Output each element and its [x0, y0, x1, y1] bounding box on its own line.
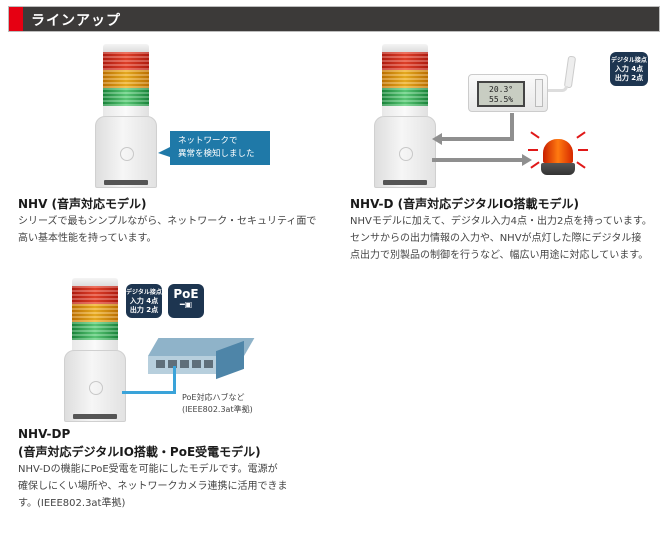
header-accent — [9, 7, 23, 31]
beacon-ray — [578, 149, 588, 151]
network-cable — [122, 391, 176, 394]
desc-line: NHV-Dの機能にPoE受電を可能にしたモデルです。電源が — [18, 464, 278, 475]
logger-humidity: 55.5% — [489, 95, 514, 104]
sensor-probe-icon — [563, 55, 577, 89]
data-logger-icon: 20.3° 55.5% — [468, 74, 548, 112]
product-desc-nhv-dp: NHV-Dの機能にPoE受電を可能にしたモデルです。電源が 確保しにくい場所や、… — [18, 461, 338, 512]
badge-line: 出力 2点 — [614, 74, 644, 82]
desc-line: NHVモデルに加えて、デジタル入力4点・出力2点を持っています。 — [350, 216, 652, 227]
desc-line: す。(IEEE802.3at準拠) — [18, 498, 126, 509]
badge-line: 出力 2点 — [129, 306, 159, 314]
desc-line: シリーズで最もシンプルながら、ネットワーク・セキュリティ面で — [18, 216, 317, 227]
desc-line: センサからの出力情報の入力や、NHVが点灯した際にデジタル接 — [350, 233, 642, 244]
sensor-cable — [548, 86, 568, 92]
beacon-ray — [576, 131, 586, 139]
product-desc-nhv-d: NHVモデルに加えて、デジタル入力4点・出力2点を持っています。 センサからの出… — [350, 213, 670, 264]
poe-badge: PoE ━▣ — [168, 284, 204, 318]
digital-io-badge: デジタル接点 入力 4点 出力 2点 — [610, 52, 648, 86]
callout-line: 異常を検知しました — [178, 149, 255, 159]
digital-io-badge: デジタル接点 入力 4点 出力 2点 — [126, 284, 162, 318]
arrow-right-icon — [522, 154, 532, 166]
logger-temp: 20.3° — [489, 85, 514, 94]
callout-bubble: ネットワークで 異常を検知しました — [158, 131, 270, 165]
arrow-line — [440, 137, 514, 141]
hub-caption: PoE対応ハブなど (IEEE802.3at準拠) — [182, 392, 253, 416]
poe-label: PoE — [173, 287, 199, 301]
logo-icon — [399, 147, 413, 161]
network-cable — [173, 366, 176, 394]
warning-beacon-icon — [541, 135, 575, 177]
caption-line: PoE対応ハブなど — [182, 393, 245, 402]
arrow-left-icon — [432, 133, 442, 145]
desc-line: 点出力で別製品の制御を行うなど、幅広い用途に対応しています。 — [350, 250, 649, 261]
desc-line: 確保しにくい場所や、ネットワークカメラ連携に活用できま — [18, 481, 288, 492]
arrow-line — [510, 113, 514, 141]
signal-tower-nhv-dp — [64, 278, 126, 422]
logo-icon — [120, 147, 134, 161]
product-desc-nhv: シリーズで最もシンプルながら、ネットワーク・セキュリティ面で 高い基本性能を持っ… — [18, 213, 338, 247]
badge-line: デジタル接点 — [126, 289, 162, 296]
product-title-nhv: NHV (音声対応モデル) — [18, 197, 147, 211]
signal-tower-nhv-d — [374, 44, 436, 188]
product-title-nhv-dp: NHV-DP — [18, 427, 71, 441]
section-header: ラインアップ — [8, 6, 660, 32]
signal-tower-nhv — [95, 44, 157, 188]
badge-line: 入力 4点 — [614, 65, 644, 73]
product-title-nhv-d: NHV-D (音声対応デジタルIO搭載モデル) — [350, 197, 580, 211]
beacon-ray — [530, 131, 540, 139]
callout-line: ネットワークで — [178, 136, 238, 146]
poe-hub-icon — [148, 338, 255, 380]
product-subtitle-nhv-dp: (音声対応デジタルIO搭載・PoE受電モデル) — [18, 445, 261, 459]
beacon-ray — [528, 149, 538, 151]
section-title: ラインアップ — [31, 13, 121, 29]
badge-line: デジタル接点 — [611, 57, 647, 64]
beacon-ray — [576, 161, 586, 169]
logo-icon — [89, 381, 103, 395]
desc-line: 高い基本性能を持っています。 — [18, 233, 157, 244]
caption-line: (IEEE802.3at準拠) — [182, 405, 253, 414]
ethernet-plug-icon: ━▣ — [179, 300, 193, 309]
badge-line: 入力 4点 — [129, 297, 159, 305]
arrow-line — [432, 158, 522, 162]
